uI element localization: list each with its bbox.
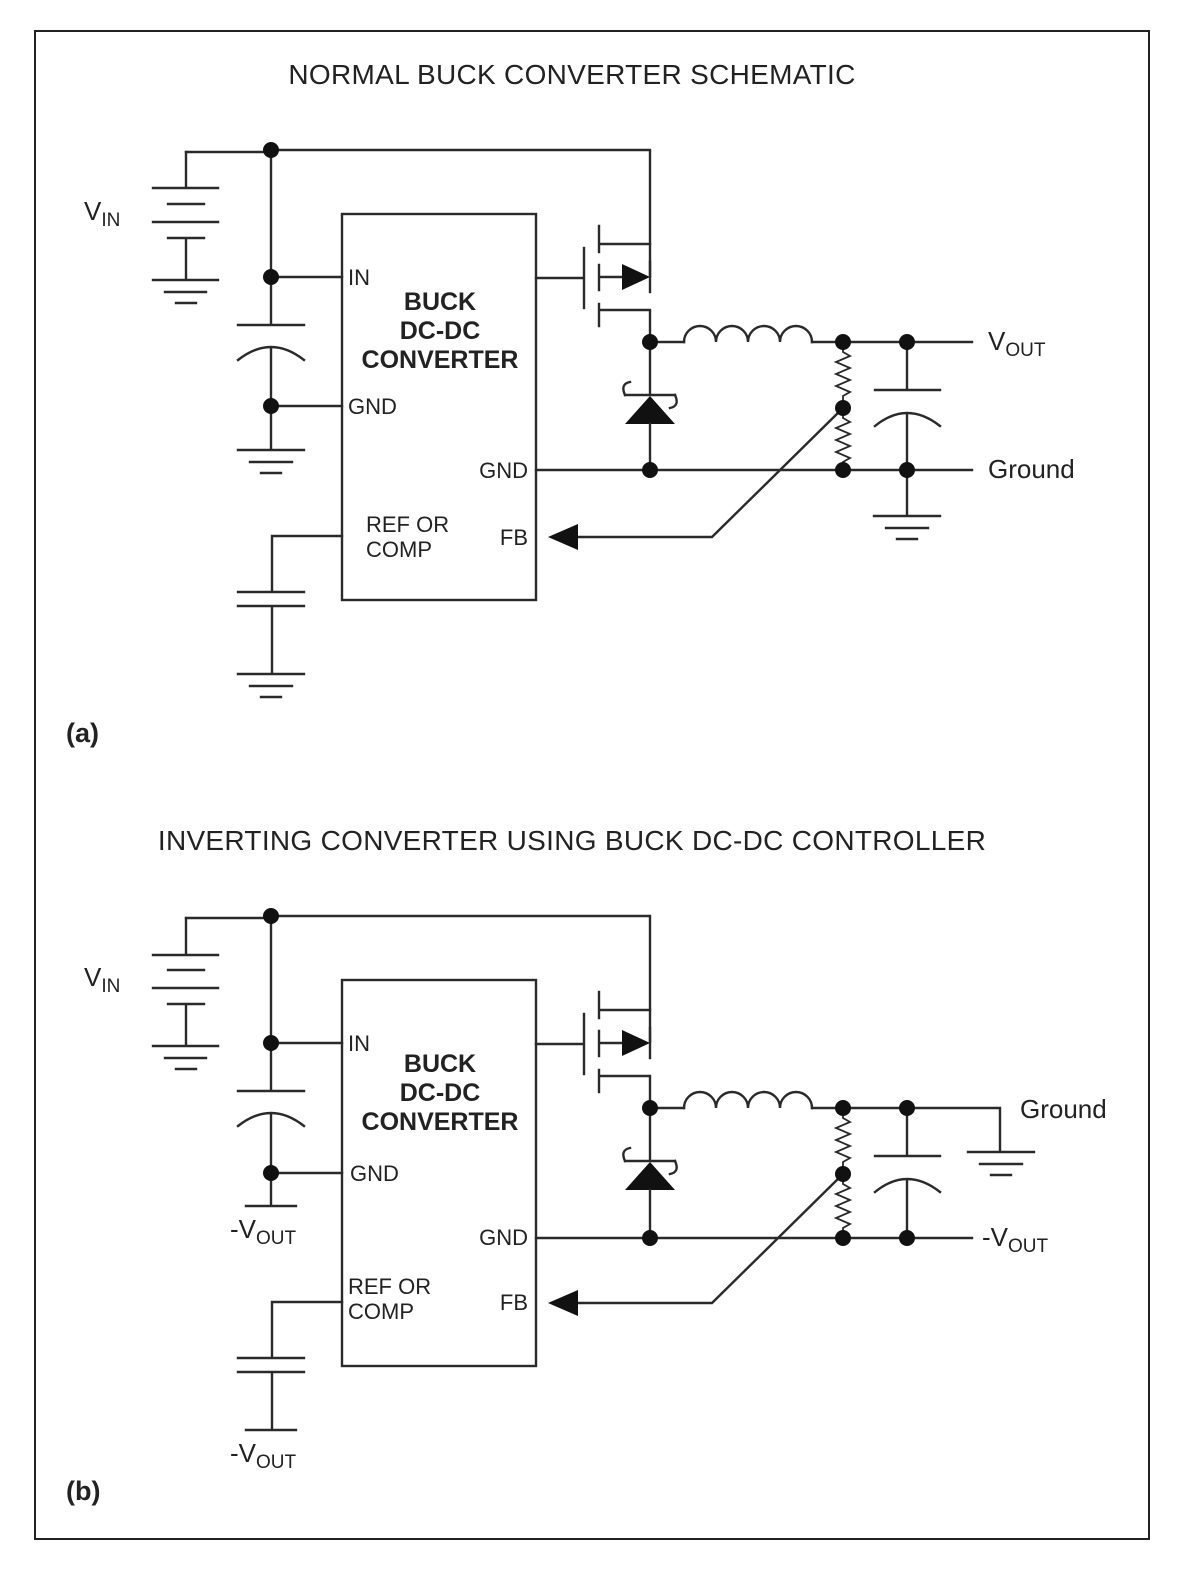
vin-label-a: VIN xyxy=(84,196,120,231)
capacitor-out-a xyxy=(872,340,942,541)
chip-line-3-b: CONVERTER xyxy=(362,1108,519,1136)
chip-line-1-b: BUCK xyxy=(404,1050,476,1078)
battery-b xyxy=(151,916,272,1071)
vin-label-b: VIN xyxy=(84,962,120,997)
neg-vout-label-cap-b: -VOUT xyxy=(230,1214,297,1249)
fb-arrow-b xyxy=(548,1290,578,1316)
junction-dots-b xyxy=(263,908,915,1246)
chip-line-2-a: DC-DC xyxy=(400,317,481,345)
junction-dots-a xyxy=(263,142,915,478)
neg-vout-label-ref-b: -VOUT xyxy=(230,1438,297,1473)
diagram-a-title: NORMAL BUCK CONVERTER SCHEMATIC xyxy=(288,59,855,90)
chip-line-1-a: BUCK xyxy=(404,288,476,316)
pin-fb-b: FB xyxy=(500,1290,528,1315)
fb-arrow-a xyxy=(548,524,578,550)
pin-fb-a: FB xyxy=(500,525,528,550)
battery-a xyxy=(151,150,272,305)
diagram-b-title: INVERTING CONVERTER USING BUCK DC-DC CON… xyxy=(158,825,986,856)
ground-label-a: Ground xyxy=(988,454,1075,484)
pin-ref-b-2: COMP xyxy=(348,1299,414,1324)
capacitor-ref-b xyxy=(236,1356,306,1374)
pin-ref-a-2: COMP xyxy=(366,537,432,562)
ground-symbol-battery-b xyxy=(151,1044,220,1071)
panel-label-b: (b) xyxy=(66,1476,100,1506)
pin-gnd-right-a: GND xyxy=(479,458,528,483)
inductor-a xyxy=(682,324,814,344)
ground-symbol-out-b xyxy=(966,1150,1036,1177)
mosfet-b xyxy=(534,990,652,1110)
ground-symbol-cap-a xyxy=(236,448,306,475)
buck-controller-chip-b xyxy=(340,978,538,1368)
diagram-a: NORMAL BUCK CONVERTER SCHEMATIC VIN xyxy=(66,59,1075,748)
diode-a xyxy=(622,340,678,472)
vout-label-a: VOUT xyxy=(988,326,1046,361)
resistor-divider-b xyxy=(833,1108,853,1238)
ground-symbol-ref-a xyxy=(236,672,306,699)
pin-ref-a-1: REF OR xyxy=(366,512,449,537)
buck-controller-chip-a xyxy=(340,212,538,602)
diagram-b: INVERTING CONVERTER USING BUCK DC-DC CON… xyxy=(66,825,1107,1506)
ground-label-b: Ground xyxy=(1020,1094,1107,1124)
pin-ref-b-1: REF OR xyxy=(348,1274,431,1299)
resistor-divider-a xyxy=(833,342,853,470)
pin-in-b: IN xyxy=(348,1031,370,1056)
mosfet-a xyxy=(534,224,652,344)
ground-symbol-battery-a xyxy=(151,278,220,305)
capacitor-out-b xyxy=(873,1106,942,1240)
chip-line-3-a: CONVERTER xyxy=(362,346,519,374)
inductor-b xyxy=(682,1090,814,1110)
panel-label-a: (a) xyxy=(66,718,99,748)
capacitor-ref-a xyxy=(236,590,306,608)
diode-b xyxy=(622,1106,678,1240)
neg-vout-label-out-b: -VOUT xyxy=(982,1222,1049,1257)
ground-symbol-out-a xyxy=(872,514,942,541)
figure-frame xyxy=(34,30,1150,1540)
pin-gnd-left-a: GND xyxy=(348,394,397,419)
pin-gnd-left-b: GND xyxy=(350,1161,399,1186)
chip-line-2-b: DC-DC xyxy=(400,1079,481,1107)
pin-in-a: IN xyxy=(348,265,370,290)
pin-gnd-right-b: GND xyxy=(479,1225,528,1250)
